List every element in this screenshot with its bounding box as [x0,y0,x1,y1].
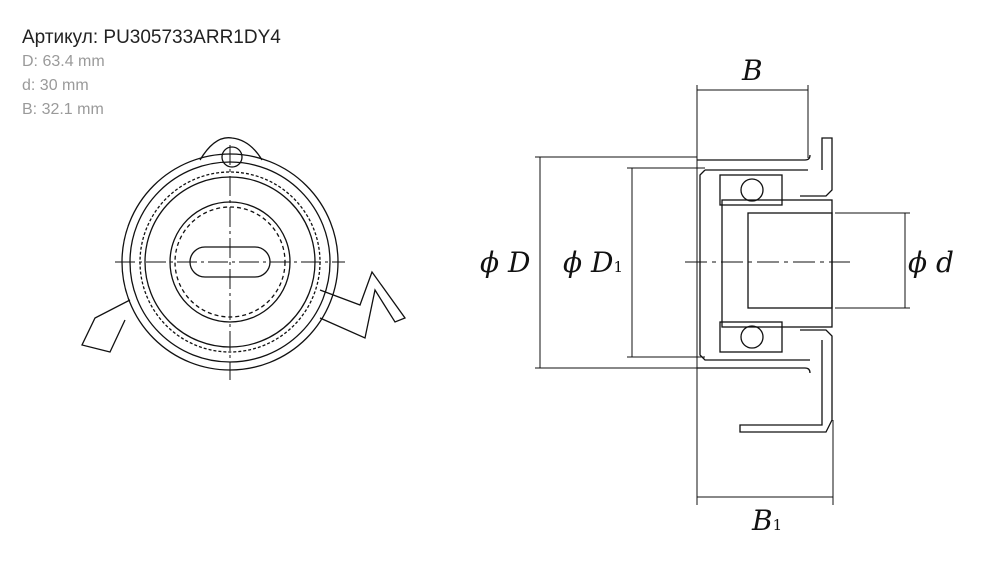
dimension-lines [535,85,910,505]
label-phi-d1-main: ϕ D [563,246,613,279]
label-phi-d1-sub: 1 [613,258,623,276]
label-b1-main: B [751,504,773,537]
label-b1: B1 [751,504,782,537]
product-info: Артикул: PU305733ARR1DY4 D: 63.4 mm d: 3… [22,26,281,122]
spec-inner-diameter: d: 30 mm [22,77,89,94]
section-view [685,137,850,433]
front-view [81,137,407,380]
spec-width: B: 32.1 mm [22,101,104,118]
label-b: B [741,54,763,87]
label-b1-sub: 1 [773,516,783,534]
label-phi-d-outer: ϕ D [480,246,530,279]
label-phi-d-inner: ϕ d [908,246,954,279]
spec-outer-diameter: D: 63.4 mm [22,53,105,70]
label-phi-d1: ϕ D1 [563,246,623,279]
article-number: Артикул: PU305733ARR1DY4 [22,27,281,48]
